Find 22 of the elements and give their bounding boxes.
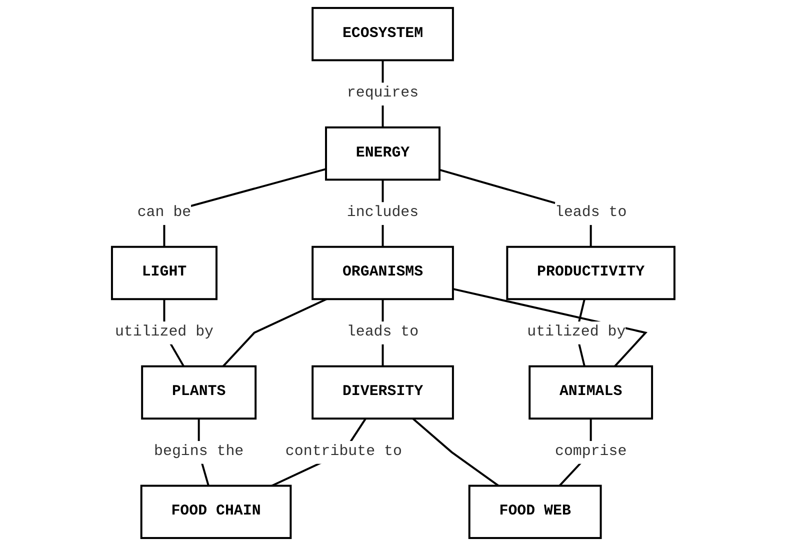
connector: [412, 418, 499, 487]
edge-label: includes: [346, 204, 418, 221]
node-box: LIGHT: [110, 246, 218, 300]
connector: [222, 298, 327, 367]
node-box: ORGANISMS: [311, 246, 454, 300]
edge-label: leads to: [346, 324, 418, 340]
node-box: ANIMALS: [528, 365, 653, 420]
node-box: DIVERSITY: [311, 365, 454, 420]
node-box: ECOSYSTEM: [311, 6, 454, 62]
node-box: FOOD WEB: [468, 484, 602, 540]
edge-label: comprise: [554, 442, 626, 460]
edge-label: contribute to: [285, 442, 402, 460]
edge-label: requires: [346, 84, 418, 102]
edge-label: utilized by: [114, 324, 214, 340]
edge-label: begins the: [154, 442, 244, 460]
node-box: PRODUCTIVITY: [506, 246, 676, 300]
node-box: FOOD CHAIN: [140, 484, 292, 540]
node-box: PLANTS: [140, 365, 256, 420]
edge-label: can be: [137, 204, 191, 221]
edge-label: utilized by: [526, 324, 626, 340]
node-box: ENERGY: [324, 126, 440, 181]
edge-label: leads to: [554, 204, 626, 221]
